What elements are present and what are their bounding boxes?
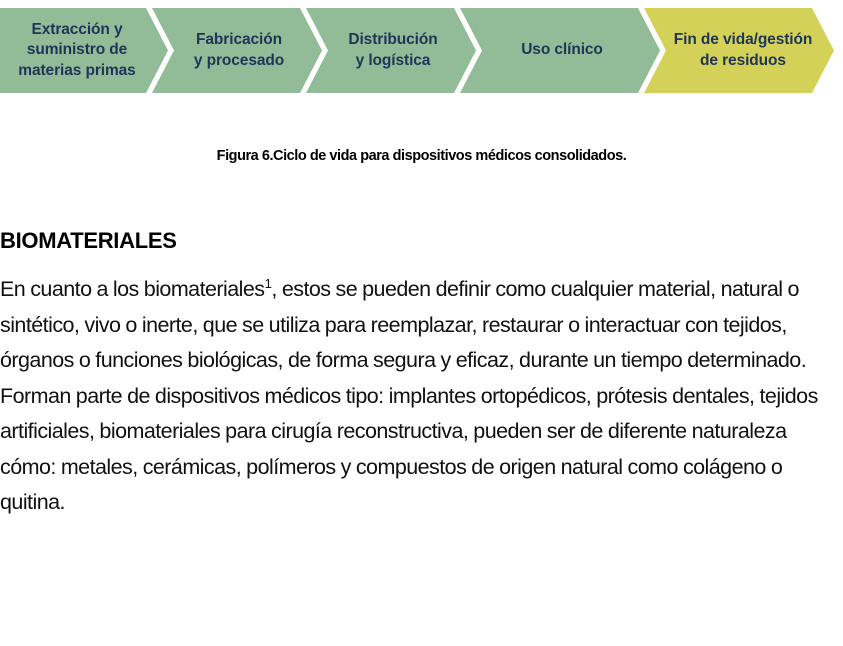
lifecycle-stage-label: Uso clínico: [521, 41, 603, 59]
footnote-reference: 1: [264, 275, 272, 291]
lifecycle-stage-uso-clinico: Uso clínico: [460, 8, 660, 93]
content-section: BIOMATERIALES En cuanto a los biomateria…: [0, 228, 843, 521]
section-heading-biomateriales: BIOMATERIALES: [0, 228, 177, 253]
lifecycle-diagram: Extracción y suministro de materias prim…: [0, 8, 843, 93]
lifecycle-stage-fin-de-vida-residuos: Fin de vida/gestión de residuos: [644, 8, 834, 93]
lifecycle-stage-label: Fin de vida/gestión de residuos: [673, 30, 813, 69]
lifecycle-stage-label: Distribución y logística: [348, 30, 438, 69]
lifecycle-stage-label: Fabricación y procesado: [193, 30, 285, 69]
lifecycle-stage-extraccion-suministro: Extracción y suministro de materias prim…: [0, 8, 168, 93]
lifecycle-stage-distribucion-logistica: Distribución y logística: [306, 8, 476, 93]
body-paragraph: En cuanto a los biomateriales1, estos se…: [0, 272, 843, 521]
paragraph-text-lead: En cuanto a los biomateriales: [0, 277, 265, 301]
figure-caption: Figura 6.Ciclo de vida para dispositivos…: [216, 148, 627, 164]
paragraph-text-body: , estos se pueden definir como cualquier…: [0, 277, 818, 514]
lifecycle-stage-label: Extracción y suministro de materias prim…: [18, 20, 136, 79]
lifecycle-stage-fabricacion-procesado: Fabricación y procesado: [152, 8, 322, 93]
